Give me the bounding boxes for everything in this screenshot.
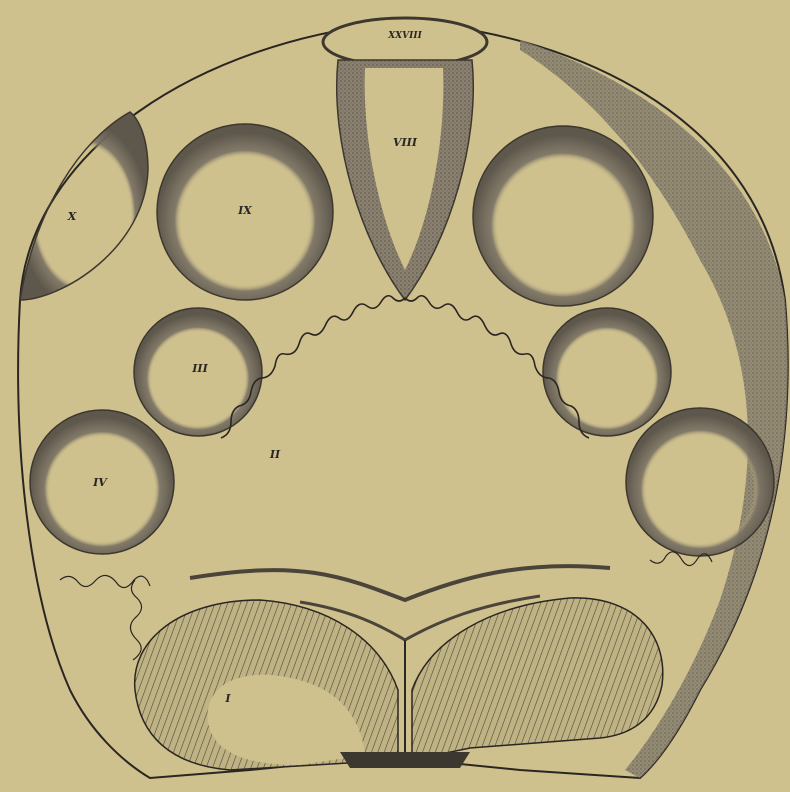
label-viii: VIII [393, 136, 418, 149]
label-i: I [224, 692, 231, 705]
region-xxviii [323, 18, 487, 66]
base-shadow [340, 752, 470, 768]
region-ix-right [473, 126, 653, 306]
label-ii: II [269, 448, 281, 461]
label-iv: IV [92, 476, 108, 489]
label-ix: IX [237, 204, 252, 217]
label-iii: III [191, 362, 208, 375]
region-iv-right [626, 408, 774, 556]
label-x: X [67, 210, 77, 223]
label-xxviii: XXVIII [387, 31, 422, 41]
region-iii-right [543, 308, 671, 436]
